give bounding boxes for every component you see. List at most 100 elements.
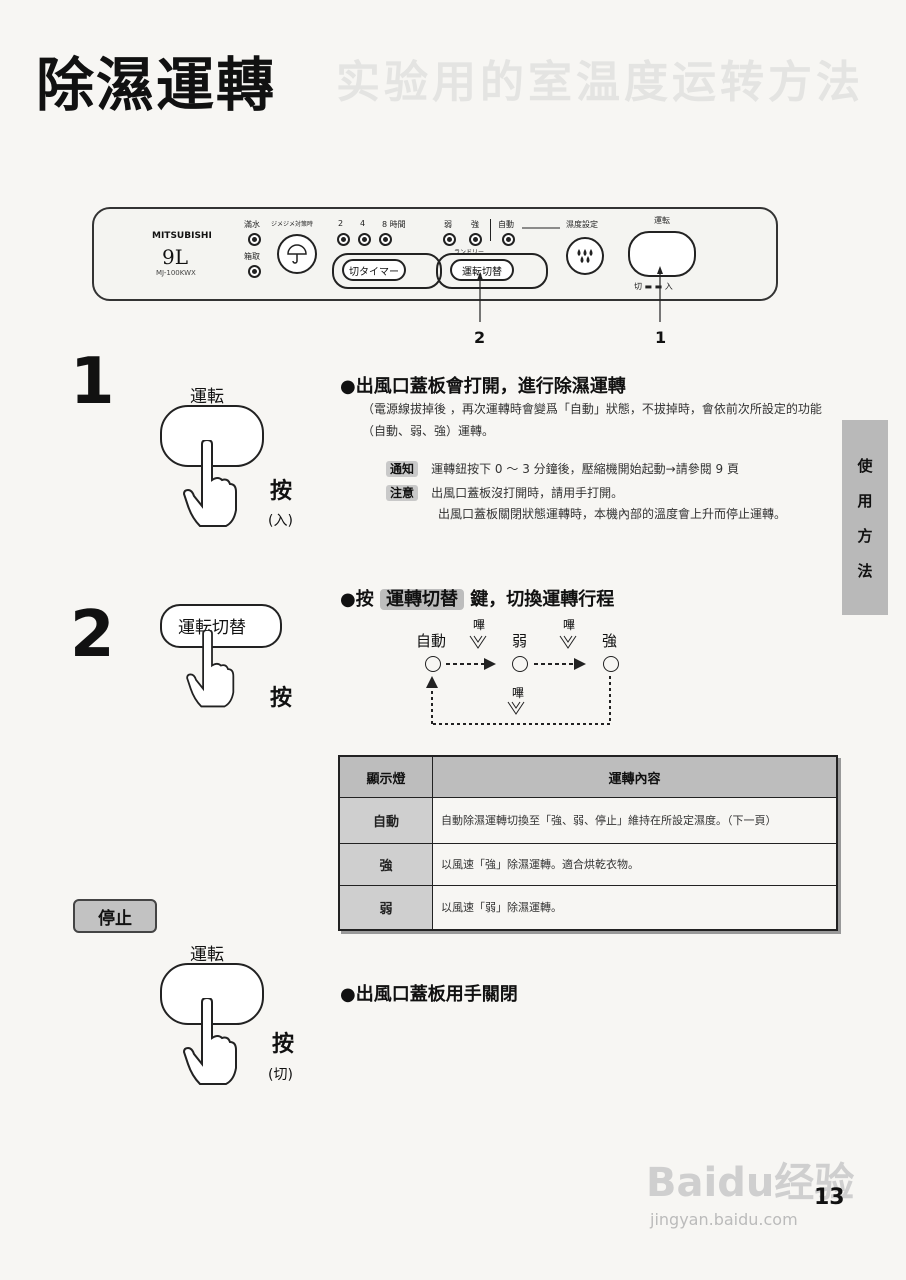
flow-beep-2: 嗶	[563, 618, 576, 632]
flow-strong-label: 強	[602, 632, 618, 650]
stop-heading: ●出風口蓋板用手關閉	[340, 984, 518, 1005]
water-full-label: 滿水	[244, 220, 260, 229]
mode-group	[436, 253, 548, 289]
caution-tag: 注意	[386, 485, 419, 501]
beep-mark	[469, 635, 487, 649]
table-cell-value: 以風速「強」除濕運轉。適合烘乾衣物。	[432, 843, 838, 886]
stop-indicator: (切)	[268, 1067, 293, 1083]
laundry-label: ランドリー	[454, 249, 485, 256]
table-header: 顯示燈	[338, 755, 433, 798]
flow-arrows	[426, 635, 611, 725]
page-number: 13	[814, 1185, 845, 1210]
side-tab-char: 使	[857, 456, 873, 475]
water-drops-icon	[577, 249, 593, 263]
flow-beep-3: 嗶	[512, 686, 525, 700]
caution-text-2: 出風口蓋板關閉狀態運轉時，本機內部的溫度會上升而停止運轉。	[438, 507, 787, 521]
timer-2h-led	[337, 233, 350, 246]
table-cell-value: 自動除濕運轉切換至「強、弱、停止」維持在所設定濕度。（下一頁）	[432, 797, 838, 844]
stop-badge: 停止	[73, 899, 157, 933]
table-cell-value: 以風速「弱」除濕運轉。	[432, 885, 838, 930]
indicator-table: 顯示燈 運轉內容 自動 自動除濕運轉切換至「強、弱、停止」維持在所設定濕度。（下…	[338, 755, 838, 931]
hand-pointer-icon	[182, 998, 237, 1085]
table-header-row: 顯示燈 運轉內容	[338, 755, 838, 798]
step-2-heading-prefix: ●按	[340, 589, 374, 610]
timer-8h-label: 8 時間	[382, 220, 406, 229]
page-title: 除濕運轉	[36, 51, 277, 119]
beep-mark	[507, 701, 525, 715]
beep-mark	[559, 635, 577, 649]
timer-4h-led	[358, 233, 371, 246]
flow-auto-circle	[425, 656, 441, 672]
notice-row: 通知 運轉鈕按下 0 ～ 3 分鐘後，壓縮機開始起動→請參閱 9 頁	[386, 458, 739, 480]
table-cell-key: 弱	[338, 885, 433, 930]
side-tab-char: 方	[857, 526, 873, 545]
run-label: 運転	[654, 216, 670, 225]
brand-label: MITSUBISHI	[152, 231, 212, 241]
table-cell-key: 自動	[338, 797, 433, 844]
submodel-label: MJ-100KWX	[156, 269, 196, 277]
flow-auto-label: 自動	[416, 632, 447, 650]
flow-strong-circle	[603, 656, 619, 672]
table-header: 運轉內容	[432, 755, 838, 798]
tank-label: 箱取	[244, 252, 260, 261]
timer-button[interactable]: 切タイマー	[342, 259, 406, 281]
notice-tag: 通知	[386, 461, 419, 477]
caution-text-1: 出風口蓋板沒打開時，請用手打開。	[431, 486, 624, 500]
table-row: 弱 以風速「弱」除濕運轉。	[338, 885, 838, 930]
side-tab-char: 法	[857, 561, 873, 580]
mode-auto-led	[502, 233, 515, 246]
baidu-watermark: Baidu经验	[646, 1160, 855, 1206]
callout-1-arrow	[657, 266, 663, 274]
stop-press: 按	[272, 1032, 295, 1057]
off-on-label: 切 ▬ ▬ 入	[634, 282, 673, 291]
step-2-heading-suffix: 鍵，切換運轉行程	[470, 589, 615, 610]
caution-row: 注意 出風口蓋板沒打開時，請用手打開。	[386, 482, 623, 504]
mode-divider	[490, 219, 491, 241]
side-tab-char: 用	[857, 491, 873, 510]
step-2-button-label: 運転切替	[178, 618, 246, 638]
step-1-press: 按	[270, 479, 293, 504]
humidity-setting-label: 濕度設定	[566, 220, 598, 229]
flow-weak-label: 弱	[512, 632, 528, 650]
mode-strong-led	[469, 233, 482, 246]
hand-pointer-icon	[182, 440, 237, 527]
notice-text: 運轉鈕按下 0 ～ 3 分鐘後，壓縮機開始起動→請參閱 9 頁	[431, 462, 739, 476]
mode-weak-label: 弱	[444, 220, 452, 229]
step-2-switch-button[interactable]	[160, 604, 282, 648]
stop-button-label: 運転	[190, 945, 224, 965]
callout-2: 2	[474, 328, 486, 347]
timer-2h-label: 2	[338, 219, 344, 228]
step-2-press: 按	[270, 686, 293, 711]
umbrella-icon	[287, 244, 307, 264]
step-1-heading: ●出風口蓋板會打開，進行除濕運轉	[340, 376, 626, 397]
baidu-url: jingyan.baidu.com	[650, 1210, 798, 1229]
model-label: 9L	[162, 245, 189, 269]
control-panel: MITSUBISHI 9L MJ-100KWX 滿水 箱取 ジメジメ対策時 2 …	[92, 207, 778, 301]
hand-pointer-icon	[186, 630, 235, 708]
humidity-mode-label: ジメジメ対策時	[271, 221, 314, 228]
humidity-mode-button[interactable]	[277, 234, 317, 274]
table-row: 強 以風速「強」除濕運轉。適合烘乾衣物。	[338, 843, 838, 886]
step-2-number: 2	[70, 598, 115, 672]
timer-8h-led	[379, 233, 392, 246]
water-full-led	[248, 233, 261, 246]
table-row: 自動 自動除濕運轉切換至「強、弱、停止」維持在所設定濕度。（下一頁）	[338, 797, 838, 844]
callout-1: 1	[655, 328, 667, 347]
timer-group	[332, 253, 442, 289]
mode-weak-led	[443, 233, 456, 246]
mode-strong-label: 強	[471, 220, 479, 229]
step-2-heading: ●按 運轉切替 鍵，切換運轉行程	[340, 585, 614, 611]
callout-2-arrow	[477, 272, 483, 280]
step-1-button-label: 運転	[190, 387, 224, 407]
flow-beep-1: 嗶	[473, 618, 486, 632]
run-button[interactable]	[628, 231, 696, 277]
ghost-title: 实验用的室温度运转方法	[336, 57, 864, 108]
humidity-setting-button[interactable]	[566, 237, 604, 275]
callout-lines	[477, 227, 663, 322]
usage-side-tab: 使 用 方 法	[842, 420, 888, 615]
step-1-description: （電源線拔掉後 ，再次運轉時會變爲「自動」狀態，不拔掉時，會依前次所設定的功能（…	[362, 402, 822, 438]
timer-4h-label: 4	[360, 219, 366, 228]
flow-weak-circle	[512, 656, 528, 672]
step-1-number: 1	[70, 345, 115, 419]
tank-led	[248, 265, 261, 278]
